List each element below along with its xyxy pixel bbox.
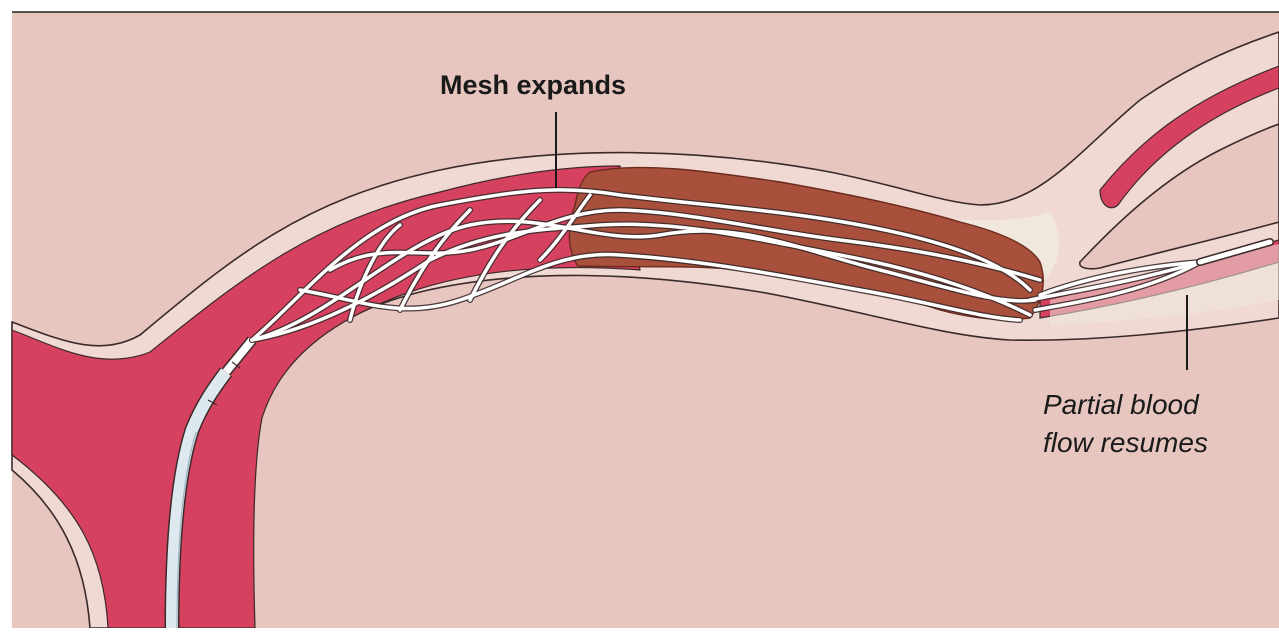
mesh-expands-label: Mesh expands	[440, 70, 626, 101]
partial-flow-label-line1: Partial blood	[1043, 386, 1199, 424]
partial-flow-label-line2: flow resumes	[1043, 424, 1208, 462]
